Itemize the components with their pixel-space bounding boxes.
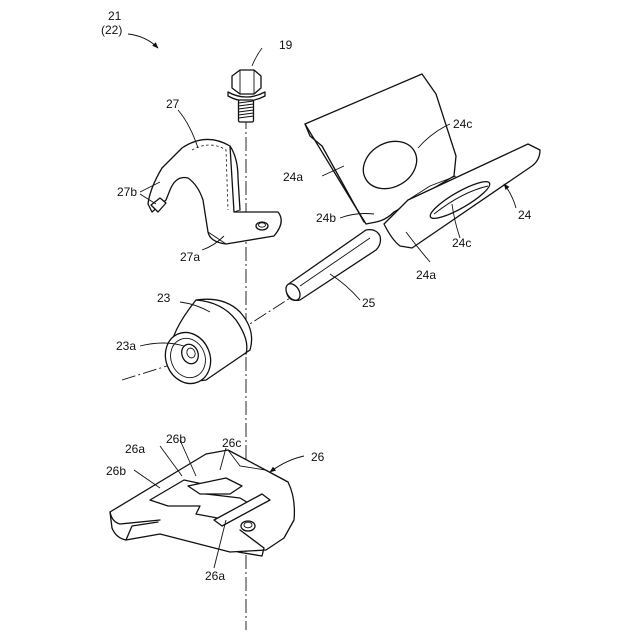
- label-base-slot-b-1: 26b: [166, 432, 186, 446]
- saddle-clamp: [148, 139, 281, 244]
- label-bracket-hole-bottom: 24c: [452, 236, 471, 250]
- folded-bracket: [305, 74, 540, 248]
- label-clamp: 27: [166, 97, 180, 111]
- rod: [283, 230, 380, 303]
- bushing: [158, 299, 252, 390]
- label-base-slot-b-2: 26b: [106, 464, 126, 478]
- label-title-ref-alt: (22): [101, 23, 122, 37]
- label-base-slot-edge-1: 26a: [125, 442, 145, 456]
- base-bracket: [110, 450, 294, 556]
- label-bracket: 24: [518, 208, 532, 222]
- label-bracket-plate-left: 24a: [283, 170, 303, 184]
- bolt: [228, 70, 265, 122]
- label-bracket-plate-right: 24a: [416, 268, 436, 282]
- label-bolt: 19: [279, 38, 293, 52]
- label-clamp-tab-a: 27a: [180, 250, 200, 264]
- label-rod: 25: [362, 296, 376, 310]
- label-bracket-fold: 24b: [316, 211, 336, 225]
- label-base-slot-edge-2: 26a: [205, 569, 225, 583]
- label-bracket-hole-top: 24c: [453, 117, 472, 131]
- label-base-slot-c: 26c: [222, 436, 241, 450]
- label-clamp-tab-b: 27b: [117, 185, 137, 199]
- label-bushing-bore: 23a: [116, 339, 136, 353]
- label-bushing: 23: [157, 291, 171, 305]
- label-title-ref: 21: [108, 9, 122, 23]
- label-base-bracket: 26: [311, 450, 325, 464]
